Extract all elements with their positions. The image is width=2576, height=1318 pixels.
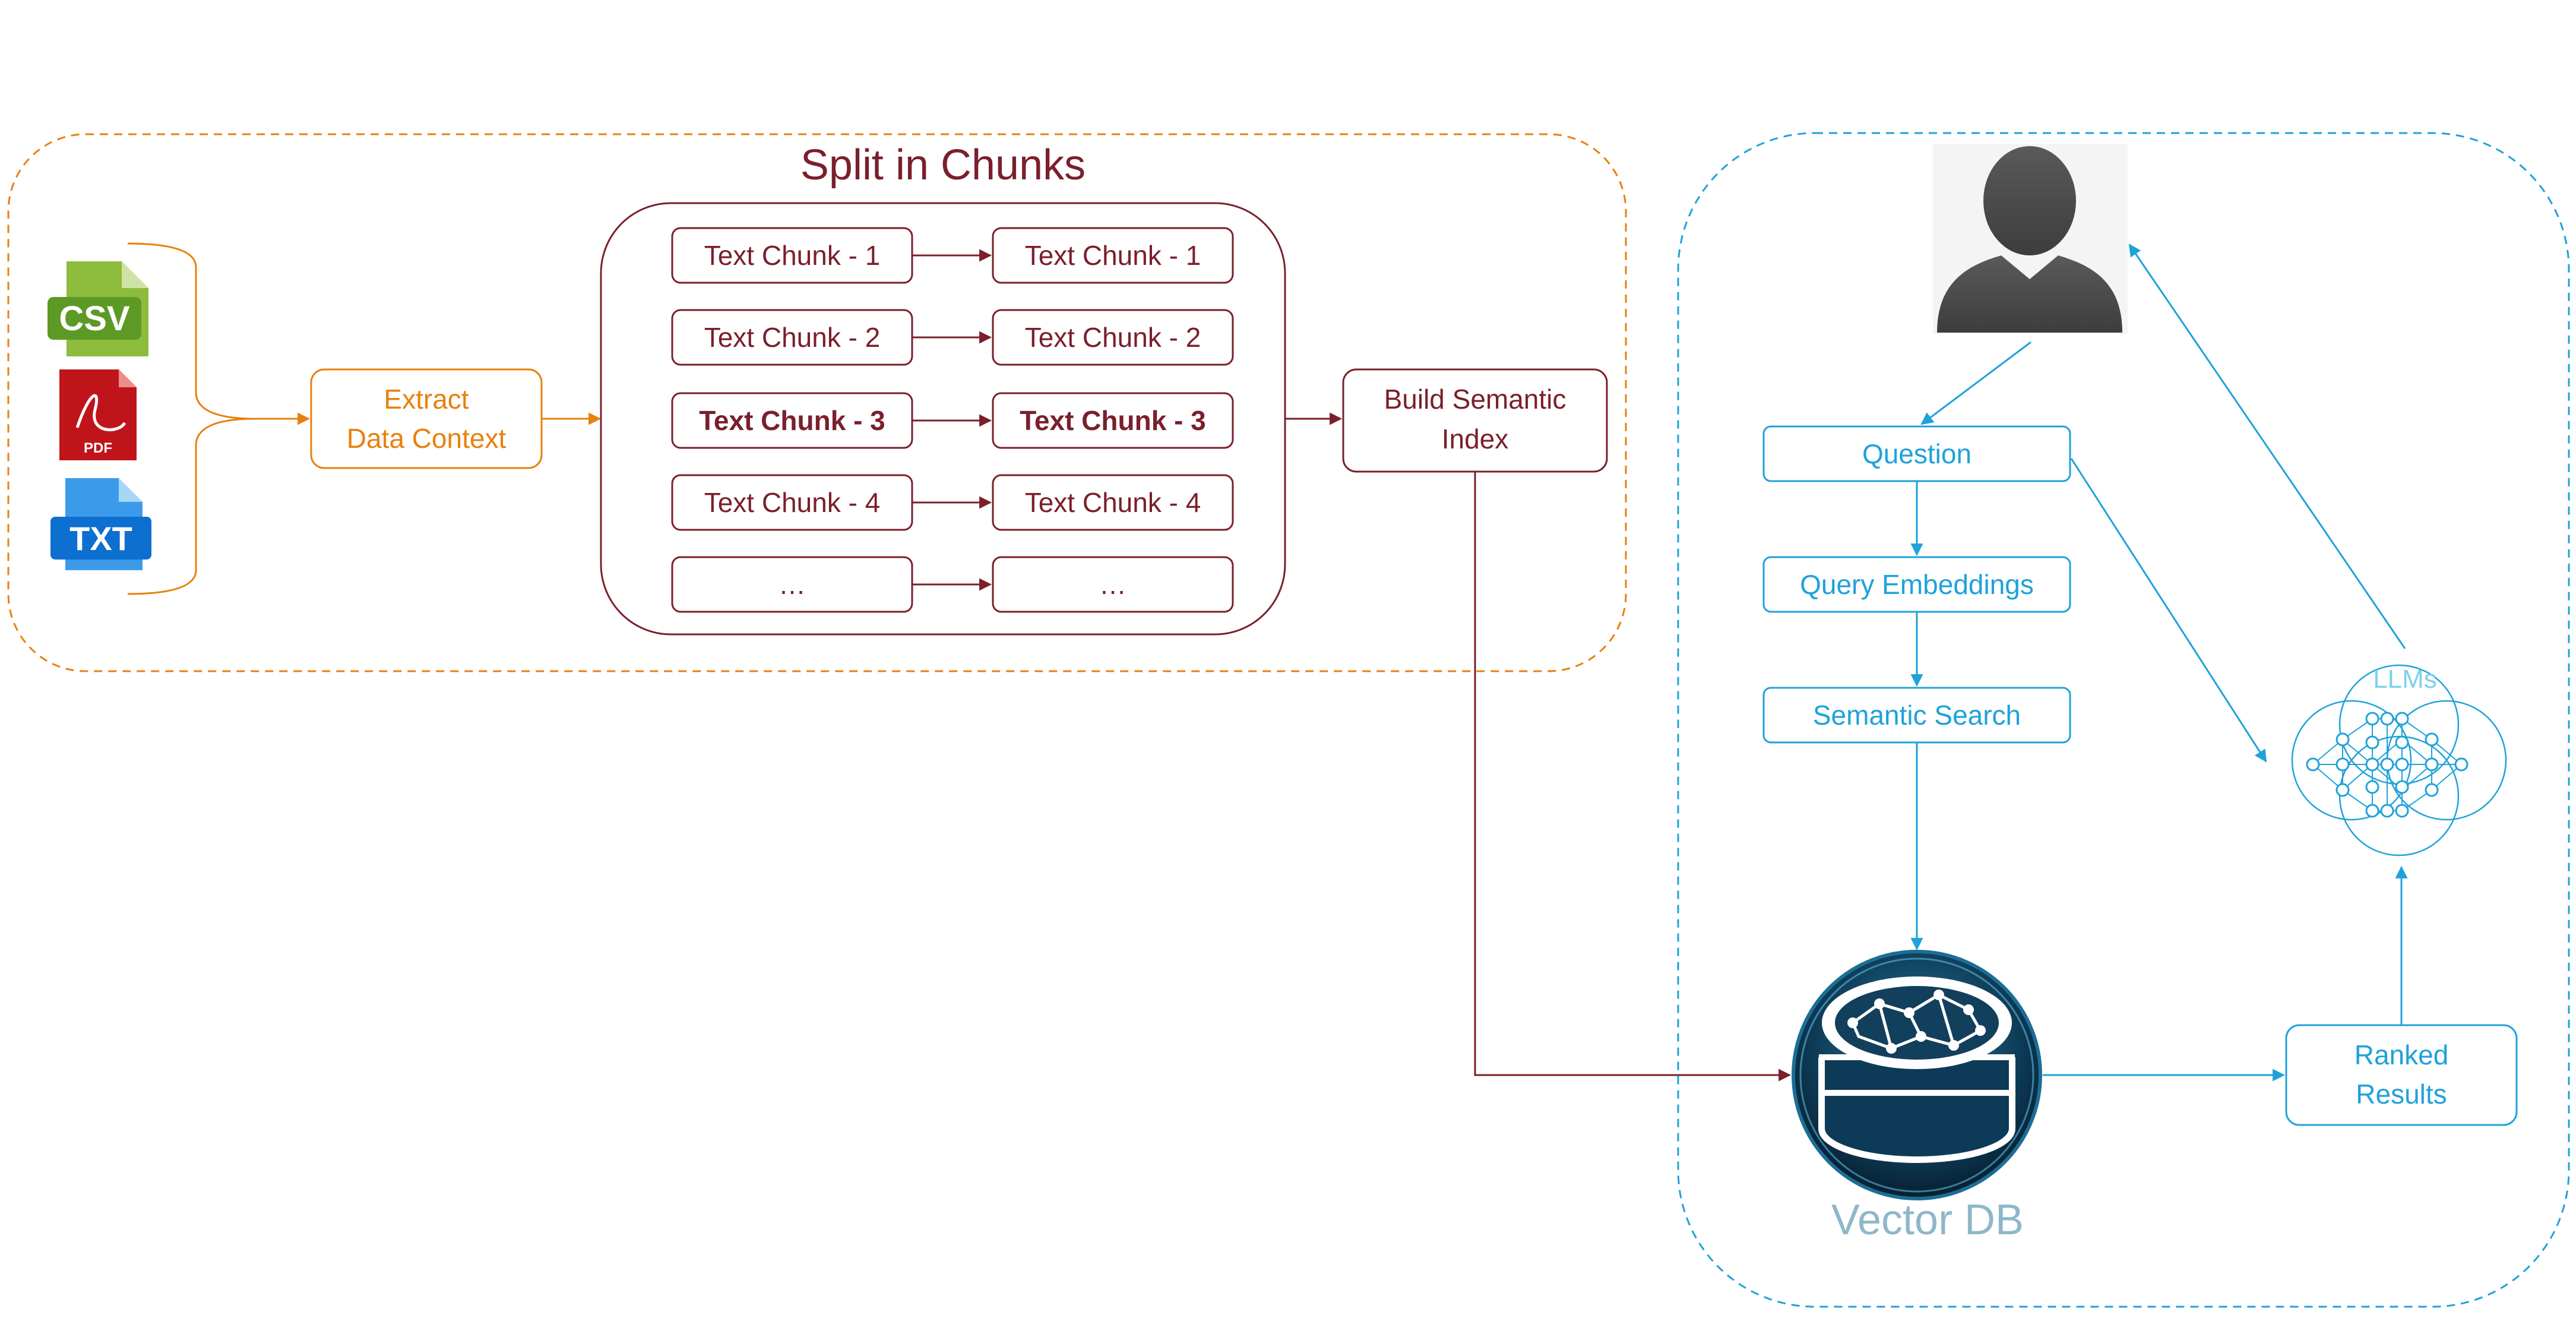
text-chunk-right-2-label: Text Chunk - 2 xyxy=(1025,322,1201,353)
text-chunk-left-1: Text Chunk - 1 xyxy=(671,227,913,284)
svg-text:Results: Results xyxy=(2356,1079,2447,1110)
svg-text:Data Context: Data Context xyxy=(347,423,507,454)
query-group-frame xyxy=(1677,132,2570,1308)
svg-text:TXT: TXT xyxy=(69,520,132,557)
text-chunk-left-2-label: Text Chunk - 2 xyxy=(704,322,881,353)
ranked-results-box: Ranked Results xyxy=(2285,1024,2518,1126)
query-embeddings-box: Query Embeddings xyxy=(1762,556,2071,613)
text-chunk-left-5-label: … xyxy=(779,569,806,600)
text-chunk-right-5: … xyxy=(992,556,1234,613)
svg-text:PDF: PDF xyxy=(84,440,112,456)
text-chunk-left-4: Text Chunk - 4 xyxy=(671,474,913,531)
svg-text:Ranked: Ranked xyxy=(2355,1039,2449,1070)
svg-text:Query Embeddings: Query Embeddings xyxy=(1800,569,2034,600)
text-chunk-right-1: Text Chunk - 1 xyxy=(992,227,1234,284)
text-chunk-right-3-label: Text Chunk - 3 xyxy=(1020,405,1206,436)
text-chunk-right-1-label: Text Chunk - 1 xyxy=(1025,240,1201,271)
text-chunk-right-4-label: Text Chunk - 4 xyxy=(1025,487,1201,518)
text-chunk-left-3: Text Chunk - 3 xyxy=(671,392,913,449)
text-chunk-left-5: … xyxy=(671,556,913,613)
chunk-rows: Text Chunk - 1 Text Chunk - 2 Text Chunk -… xyxy=(671,227,1234,613)
pdf-file-icon: PDF xyxy=(59,369,137,460)
svg-text:Index: Index xyxy=(1442,423,1509,454)
extract-data-context-box: Extract Data Context xyxy=(310,368,543,469)
svg-text:Extract: Extract xyxy=(384,384,469,415)
svg-text:CSV: CSV xyxy=(59,299,130,338)
user-icon xyxy=(1933,144,2128,334)
text-chunk-left-2: Text Chunk - 2 xyxy=(671,309,913,366)
llms-to-user-arrow xyxy=(2128,244,2406,649)
text-chunk-left-4-label: Text Chunk - 4 xyxy=(704,487,881,518)
llms-network-icon: LLMs xyxy=(2291,664,2507,856)
text-chunk-left-3-label: Text Chunk - 3 xyxy=(699,405,885,436)
vector-db-label: Vector DB xyxy=(1831,1196,2024,1244)
text-chunk-right-4: Text Chunk - 4 xyxy=(992,474,1234,531)
llms-label: LLMs xyxy=(2373,665,2437,694)
index-to-vectordb-connector xyxy=(1474,472,1792,1082)
text-chunk-right-2: Text Chunk - 2 xyxy=(992,309,1234,366)
vector-db-icon: Vector DB xyxy=(1792,950,2042,1244)
build-semantic-index-box: Build Semantic Index xyxy=(1342,368,1608,473)
text-chunk-right-3: Text Chunk - 3 xyxy=(992,392,1234,449)
question-to-llms-arrow xyxy=(2070,458,2267,763)
csv-file-icon: CSV xyxy=(48,261,148,356)
split-group-frame xyxy=(7,133,1627,672)
text-chunk-right-5-label: … xyxy=(1099,569,1126,600)
txt-file-icon: TXT xyxy=(50,478,151,570)
svg-text:Semantic Search: Semantic Search xyxy=(1813,700,2021,731)
text-chunk-left-1-label: Text Chunk - 1 xyxy=(704,240,881,271)
semantic-search-box: Semantic Search xyxy=(1762,687,2071,744)
svg-text:Build Semantic: Build Semantic xyxy=(1384,384,1567,415)
question-box: Question xyxy=(1762,425,2071,482)
user-to-question-arrow xyxy=(1920,341,2031,425)
svg-text:Question: Question xyxy=(1862,438,1971,469)
split-group-title: Split in Chunks xyxy=(800,141,1086,189)
